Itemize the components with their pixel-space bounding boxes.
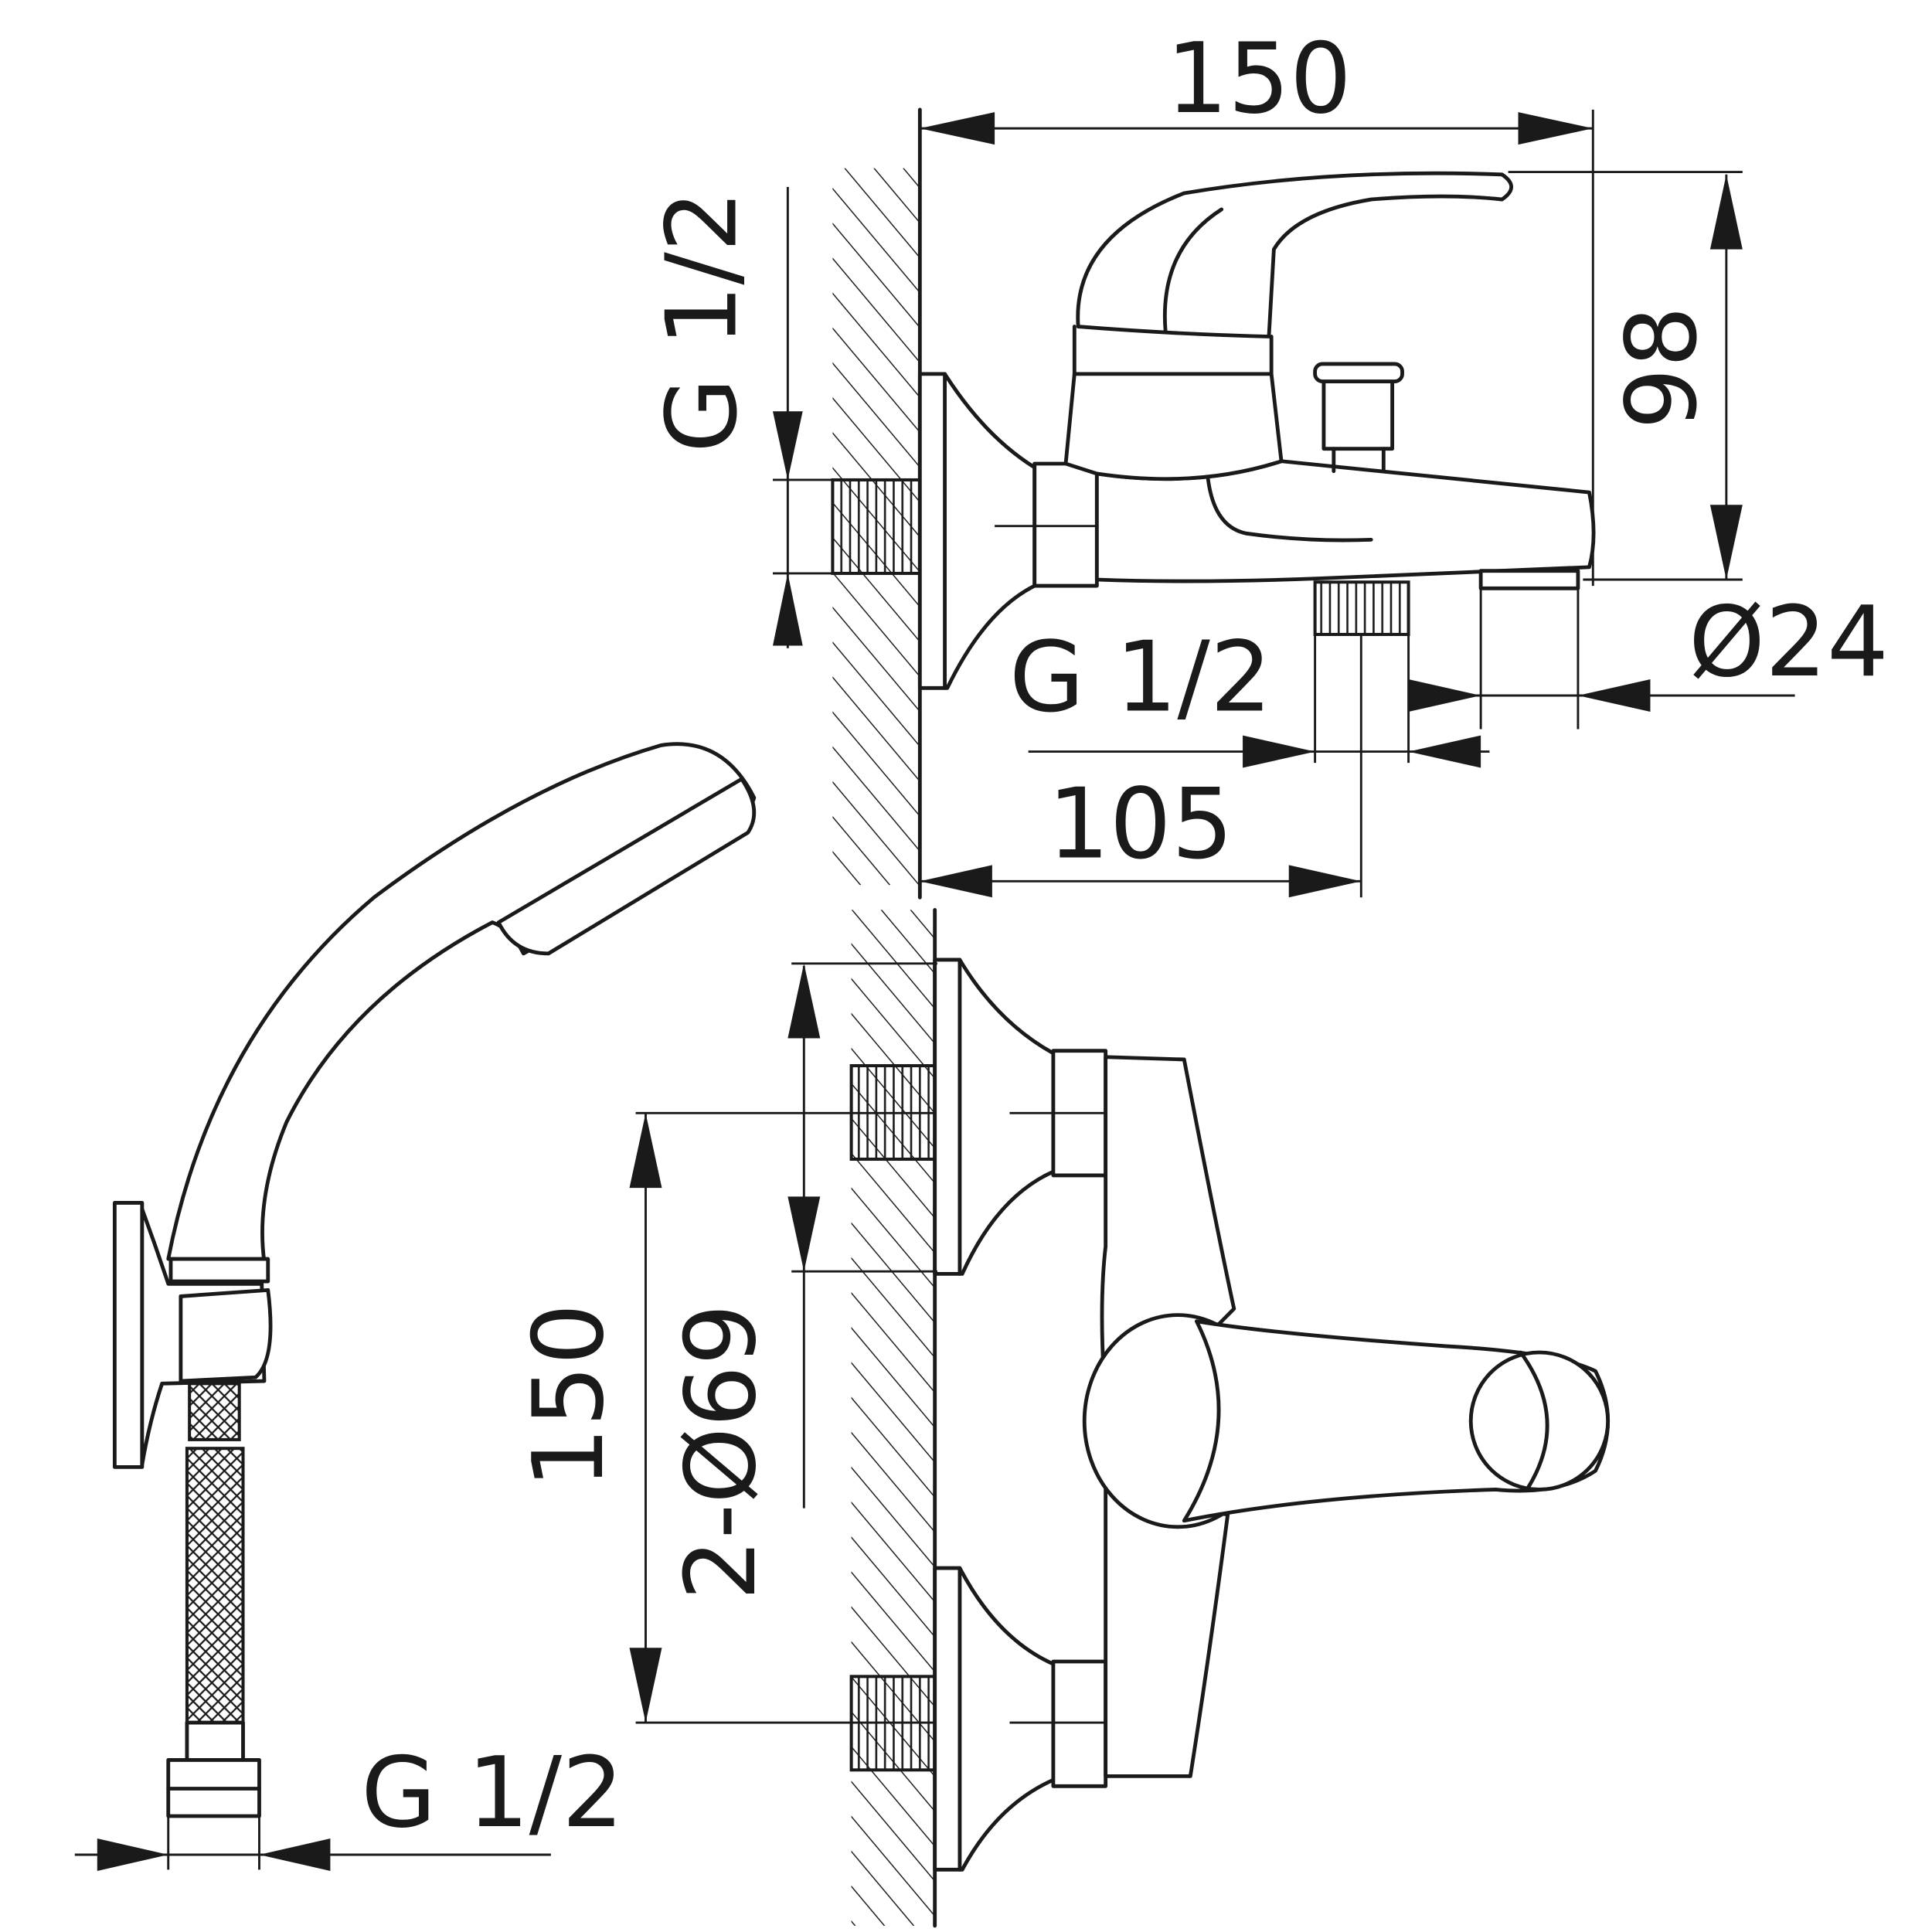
lower-nut (1051, 1659, 1108, 1788)
inlet-thread-label: G 1/2 (645, 190, 759, 453)
lower-flange (933, 1566, 1056, 1872)
cartridge-housing (1063, 372, 1284, 481)
upper-flange (933, 957, 1056, 1276)
width-dimension-label: 150 (1166, 22, 1352, 135)
wall-hatch-front (851, 910, 935, 1926)
union-nut-top (1032, 461, 1099, 588)
shower-hose (188, 1382, 241, 1441)
shower-head-face (496, 777, 757, 956)
depth-dimension-label: 105 (1048, 767, 1233, 881)
shower-wall-bracket (112, 1201, 145, 1469)
front-view: 150 2-Ø69 (512, 907, 1611, 1928)
shower-set: G 1/2 (74, 742, 757, 1871)
lever-handle-top (1076, 171, 1514, 338)
diverter-knob (1321, 372, 1395, 451)
outlet-thread-label: G 1/2 (1009, 620, 1272, 733)
height-dimension-label: 98 (1605, 306, 1719, 430)
inlet-thread (831, 478, 922, 575)
top-view: 150 G 1/2 (645, 22, 1889, 900)
flange-diameter-label: 2-Ø69 (664, 1304, 777, 1601)
outlet-thread (1313, 580, 1410, 636)
outlet-diameter-label: Ø24 (1689, 585, 1889, 699)
hose-thread-label: G 1/2 (361, 1736, 624, 1849)
spacing-dimension-label: 150 (512, 1303, 625, 1488)
